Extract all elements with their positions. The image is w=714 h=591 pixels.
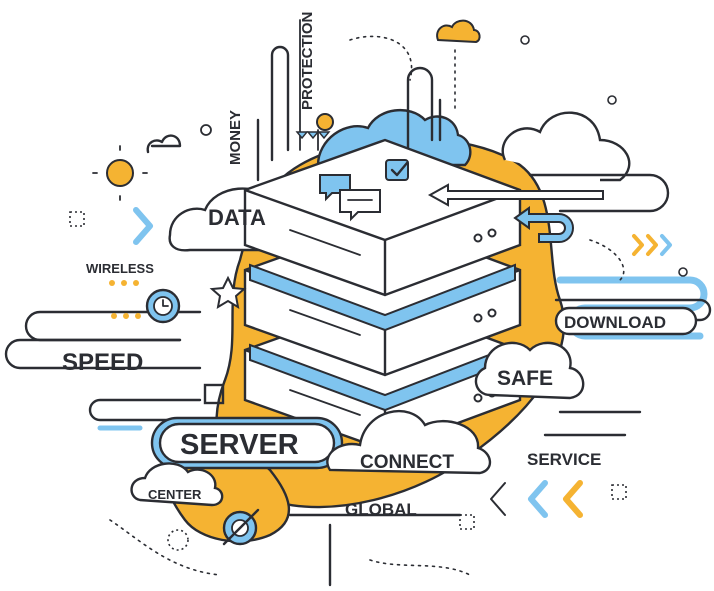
service-label: SERVICE <box>527 450 601 469</box>
arrow-left-icon <box>427 183 604 207</box>
square-deco <box>203 383 225 405</box>
star-icon <box>209 275 247 309</box>
global-label: GLOBAL <box>345 500 417 519</box>
ring-icon <box>222 508 260 546</box>
safe-cloud <box>474 341 585 400</box>
arrow-left-icon <box>513 206 574 243</box>
square-deco <box>69 211 85 227</box>
chevron-icon <box>295 131 331 140</box>
chevron-icon <box>632 234 672 256</box>
speed-label: SPEED <box>62 349 143 376</box>
download-label: DOWNLOAD <box>564 313 666 332</box>
top-pipes <box>256 19 456 182</box>
cloud-icon <box>146 134 182 154</box>
ring-deco <box>200 124 212 136</box>
safe-label: SAFE <box>497 367 553 390</box>
ring-deco <box>607 95 617 105</box>
square-deco <box>459 514 475 530</box>
orange-dots <box>109 280 141 319</box>
square-deco <box>611 484 627 500</box>
server-stack-icon <box>243 138 522 452</box>
center-label: CENTER <box>148 487 202 502</box>
protection-label: PROTECTION <box>299 12 316 110</box>
data-label: DATA <box>208 205 266 230</box>
ring-deco <box>520 35 530 45</box>
server-label-inner <box>158 422 336 464</box>
speech-bubble-icon <box>339 189 381 222</box>
cloud-icon <box>436 19 481 44</box>
center-cloud <box>130 462 224 507</box>
server-label: SERVER <box>180 429 299 461</box>
money-label: MONEY <box>227 110 244 165</box>
chevron-icon <box>133 207 153 245</box>
sun-icon <box>106 159 134 187</box>
cloud-icon <box>501 111 631 182</box>
chevron-icon <box>486 478 583 520</box>
sun-rays <box>92 145 148 201</box>
ring-deco <box>167 529 189 551</box>
speed-pipes <box>4 310 252 431</box>
connect-label: CONNECT <box>360 452 454 473</box>
clock-icon <box>145 288 181 324</box>
ring-deco <box>678 267 688 277</box>
wireless-label: WIRELESS <box>86 261 154 276</box>
checkbox-icon <box>385 159 409 181</box>
download-label-box <box>554 306 698 336</box>
connect-cloud <box>326 409 492 475</box>
